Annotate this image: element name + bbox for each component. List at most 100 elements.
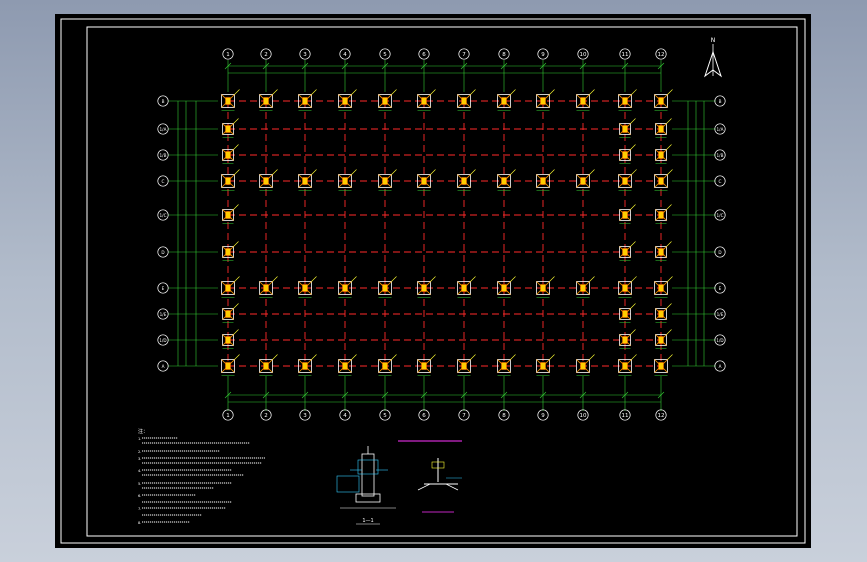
column-axis-label: 5	[383, 52, 387, 58]
column-axis-label: 1	[226, 413, 230, 419]
column-footing	[222, 241, 239, 261]
column-footing	[338, 354, 357, 376]
column-footing	[222, 329, 239, 349]
column-footing	[655, 241, 672, 261]
column-footing	[457, 354, 476, 376]
column-footing	[619, 118, 636, 138]
column-footing	[221, 354, 240, 376]
column-footing	[222, 118, 239, 138]
column-footing	[576, 276, 595, 298]
column-axis-label: 12	[658, 52, 665, 58]
column-footing	[618, 89, 637, 111]
column-footing	[654, 89, 673, 111]
row-axis-label: 1/E	[717, 312, 724, 317]
grid-layer	[168, 60, 716, 411]
column-axis-label: 11	[622, 413, 629, 419]
note-line: 5.	[138, 482, 141, 486]
column-footing	[536, 354, 555, 376]
row-axis-label: 1/D	[716, 338, 723, 343]
row-axis-label: A	[719, 364, 722, 369]
column-footing	[655, 118, 672, 138]
column-axis-label: 6	[422, 52, 426, 58]
column-footing	[497, 354, 516, 376]
column-footing	[457, 89, 476, 111]
column-footing	[497, 89, 516, 111]
column-footing	[536, 169, 555, 191]
note-line: 6.	[138, 494, 141, 498]
row-axis-label: 1/C	[717, 213, 724, 218]
row-axis-label: 1/C	[160, 213, 167, 218]
note-line: 1.	[138, 437, 141, 441]
row-axis-label: 1/A	[160, 127, 167, 132]
row-axis-label: E	[719, 286, 722, 291]
note-line: 8.	[138, 521, 141, 525]
column-footing	[654, 354, 673, 376]
column-footing	[655, 144, 672, 164]
column-axis-label: 6	[422, 413, 426, 419]
row-axis-label: D	[718, 250, 721, 255]
column-footing	[497, 169, 516, 191]
column-footing	[417, 354, 436, 376]
column-footing	[259, 89, 278, 111]
row-axis-label: 1/A	[717, 127, 724, 132]
column-footing	[259, 354, 278, 376]
column-footing	[536, 276, 555, 298]
column-footing	[259, 169, 278, 191]
anchor-bolt-detail	[417, 458, 462, 513]
column-footing	[221, 276, 240, 298]
note-line: 2.	[138, 450, 141, 454]
column-footing	[576, 169, 595, 191]
column-footing	[457, 276, 476, 298]
column-axis-label: 2	[264, 52, 268, 58]
column-axis-label: 3	[303, 52, 307, 58]
column-footing	[536, 89, 555, 111]
row-axis-label: C	[719, 179, 722, 184]
column-axis-label: 10	[580, 413, 587, 419]
note-line: 7.	[138, 507, 141, 511]
column-footing	[619, 303, 636, 323]
column-footing	[338, 169, 357, 191]
row-axis-label: B	[719, 99, 722, 104]
column-footing	[298, 89, 317, 111]
section-label: 1—1	[362, 518, 373, 524]
column-footing	[259, 276, 278, 298]
row-axis-label: 1/B	[717, 153, 724, 158]
column-footing	[457, 169, 476, 191]
column-axis-label: 8	[502, 52, 506, 58]
column-footing	[618, 169, 637, 191]
north-arrow-icon: N	[704, 37, 722, 78]
column-footing	[378, 276, 397, 298]
column-axis-label: 5	[383, 413, 387, 419]
column-axis-label: 3	[303, 413, 307, 419]
column-footing	[378, 169, 397, 191]
row-axis-label: 1/B	[160, 153, 167, 158]
column-footing	[417, 89, 436, 111]
sheet-frame-outer	[60, 18, 806, 544]
column-footing	[338, 276, 357, 298]
column-footing	[298, 276, 317, 298]
column-footing	[619, 144, 636, 164]
note-line: 3.	[138, 457, 141, 461]
column-axis-label: 7	[462, 413, 466, 419]
row-axis-label: E	[162, 286, 165, 291]
column-footing	[619, 204, 636, 224]
column-footing	[221, 169, 240, 191]
column-footing	[655, 329, 672, 349]
sheet-frame-inner	[86, 26, 798, 537]
section-detail-1-1: 1—1	[336, 446, 396, 525]
column-axis-label: 8	[502, 413, 506, 419]
column-axis-label: 4	[343, 413, 347, 419]
column-footing	[222, 303, 239, 323]
row-axis-label: 1/E	[160, 312, 167, 317]
column-footing	[618, 276, 637, 298]
notes-heading: 注：	[138, 428, 148, 435]
row-axis-label: C	[162, 179, 165, 184]
column-footing	[221, 89, 240, 111]
column-footing	[417, 169, 436, 191]
column-footing	[378, 354, 397, 376]
column-footing	[655, 204, 672, 224]
column-footing	[298, 354, 317, 376]
